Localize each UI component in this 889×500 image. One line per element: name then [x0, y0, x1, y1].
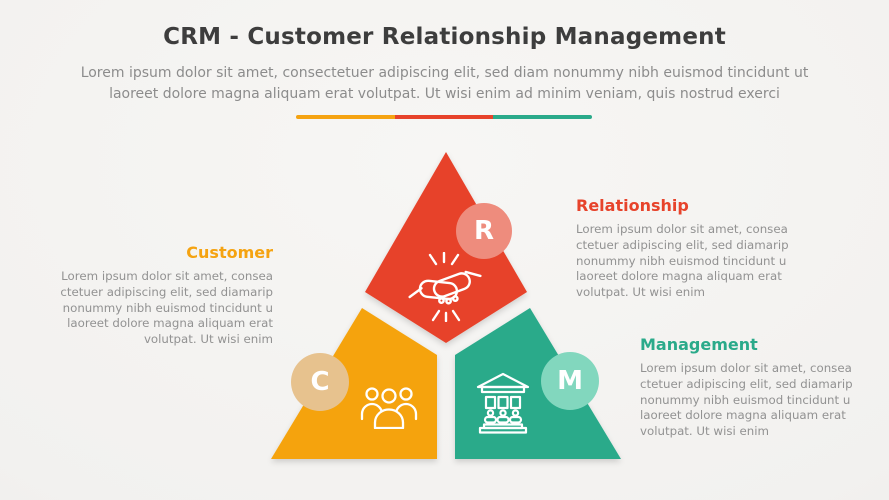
management-badge: M	[541, 352, 599, 410]
relationship-badge: R	[456, 203, 512, 259]
relationship-badge-letter: R	[473, 216, 495, 246]
page-title: CRM - Customer Relationship Management	[163, 24, 726, 50]
divider-segment-teal	[493, 115, 592, 119]
customer-section: Customer Lorem ipsum dolor sit amet, con…	[35, 243, 273, 348]
customer-badge: C	[291, 353, 349, 411]
relationship-section: Relationship Lorem ipsum dolor sit amet,…	[576, 196, 816, 301]
customer-section-body: Lorem ipsum dolor sit amet, consea ctetu…	[60, 269, 273, 347]
bank-icon	[476, 372, 530, 434]
divider-segment-red	[394, 115, 494, 119]
relationship-section-title: Relationship	[576, 196, 689, 215]
customer-badge-letter: C	[310, 367, 330, 397]
management-section: Management Lorem ipsum dolor sit amet, c…	[640, 335, 880, 440]
relationship-section-body: Lorem ipsum dolor sit amet, consea ctetu…	[576, 222, 789, 300]
customer-section-title: Customer	[186, 243, 273, 262]
page-subtitle: Lorem ipsum dolor sit amet, consectetuer…	[80, 65, 809, 102]
people-icon	[360, 387, 418, 429]
management-section-body: Lorem ipsum dolor sit amet, consea ctetu…	[640, 361, 853, 439]
relationship-shape	[365, 152, 527, 343]
divider-segment-yellow	[296, 115, 395, 119]
management-section-title: Management	[640, 335, 758, 354]
management-badge-letter: M	[557, 366, 583, 396]
divider	[296, 115, 592, 119]
handshake-icon	[408, 252, 482, 322]
